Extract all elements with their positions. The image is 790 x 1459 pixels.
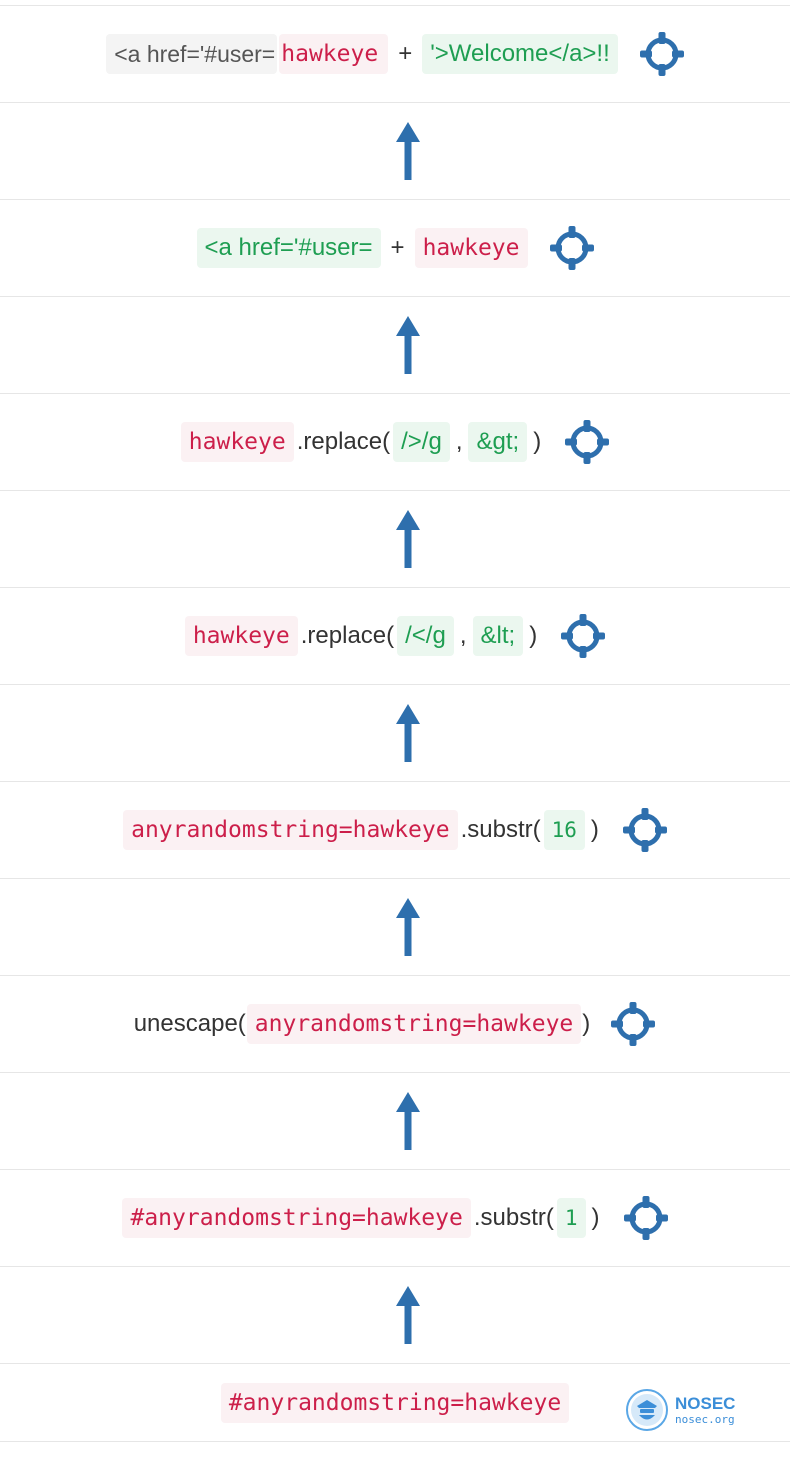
row-divider: [0, 5, 790, 6]
step-row-6: unescape( anyrandomstring=hawkeye ): [0, 976, 790, 1072]
step-row-3: hawkeye .replace( />/g , &gt; ): [0, 394, 790, 490]
substr-argument: 1: [556, 1198, 586, 1238]
crosshair-target-icon: [609, 1000, 657, 1048]
up-arrow-icon: [396, 316, 420, 374]
row-divider: [0, 781, 790, 782]
logo-name: NOSEC: [675, 1394, 736, 1413]
html-suffix: '>Welcome</a>!!: [422, 34, 618, 74]
param-value: hawkeye: [279, 34, 389, 74]
method-call: .replace(: [300, 622, 395, 649]
row-divider: [0, 490, 790, 491]
step-row-2: <a href='#user= + hawkeye: [0, 200, 790, 296]
function-call: unescape(: [133, 1010, 246, 1037]
substr-argument: 16: [543, 810, 585, 850]
crosshair-target-icon: [559, 612, 607, 660]
method-call: .substr(: [460, 816, 541, 843]
row-divider: [0, 587, 790, 588]
step-row-5: anyrandomstring=hawkeye .substr( 16 ): [0, 782, 790, 878]
row-divider: [0, 1363, 790, 1364]
close-paren: ): [529, 622, 538, 649]
close-paren: ): [533, 428, 542, 455]
row-divider: [0, 975, 790, 976]
close-paren: ): [591, 1204, 600, 1231]
crosshair-target-icon: [638, 30, 686, 78]
replacement-string: &lt;: [472, 616, 524, 656]
crosshair-target-icon: [622, 1194, 670, 1242]
up-arrow-icon: [396, 1286, 420, 1344]
crosshair-target-icon: [621, 806, 669, 854]
close-paren: ): [590, 816, 599, 843]
param-value: anyrandomstring=hawkeye: [246, 1004, 582, 1044]
crosshair-target-icon: [563, 418, 611, 466]
up-arrow-icon: [396, 704, 420, 762]
up-arrow-icon: [396, 1092, 420, 1150]
regex-pattern: />/g: [393, 422, 450, 462]
row-divider: [0, 296, 790, 297]
close-paren: ): [582, 1010, 591, 1037]
method-call: .replace(: [296, 428, 391, 455]
up-arrow-icon: [396, 898, 420, 956]
param-value: hawkeye: [184, 616, 298, 656]
row-divider: [0, 684, 790, 685]
row-divider: [0, 1266, 790, 1267]
crosshair-target-icon: [548, 224, 596, 272]
nosec-logo: NOSEC nosec.org: [625, 1388, 735, 1432]
row-divider: [0, 199, 790, 200]
argument-separator: ,: [459, 622, 467, 649]
method-call: .substr(: [473, 1204, 554, 1231]
argument-separator: ,: [455, 428, 463, 455]
step-row-1: <a href='#user=hawkeye + '>Welcome</a>!!: [0, 6, 790, 102]
html-prefix: <a href='#user=: [106, 34, 278, 74]
regex-pattern: /</g: [397, 616, 454, 656]
html-prefix: <a href='#user=: [196, 228, 381, 268]
step-row-7: #anyrandomstring=hawkeye .substr( 1 ): [0, 1170, 790, 1266]
replacement-string: &gt;: [468, 422, 528, 462]
row-divider: [0, 1169, 790, 1170]
up-arrow-icon: [396, 510, 420, 568]
row-divider: [0, 878, 790, 879]
row-divider: [0, 1072, 790, 1073]
step-row-8: #anyrandomstring=hawkeye: [0, 1364, 790, 1442]
step-row-4: hawkeye .replace( /</g , &lt; ): [0, 588, 790, 684]
param-value: hawkeye: [180, 422, 294, 462]
concat-operator: +: [398, 40, 413, 67]
row-divider: [0, 102, 790, 103]
nosec-shield-logo: [626, 1389, 668, 1431]
param-value: anyrandomstring=hawkeye: [123, 810, 458, 850]
param-value: #anyrandomstring=hawkeye: [220, 1383, 570, 1423]
param-value: #anyrandomstring=hawkeye: [122, 1198, 471, 1238]
up-arrow-icon: [396, 122, 420, 180]
row-divider: [0, 1441, 790, 1442]
row-divider: [0, 393, 790, 394]
logo-url: nosec.org: [675, 1413, 735, 1426]
param-value: hawkeye: [414, 228, 528, 268]
concat-operator: +: [390, 234, 405, 261]
